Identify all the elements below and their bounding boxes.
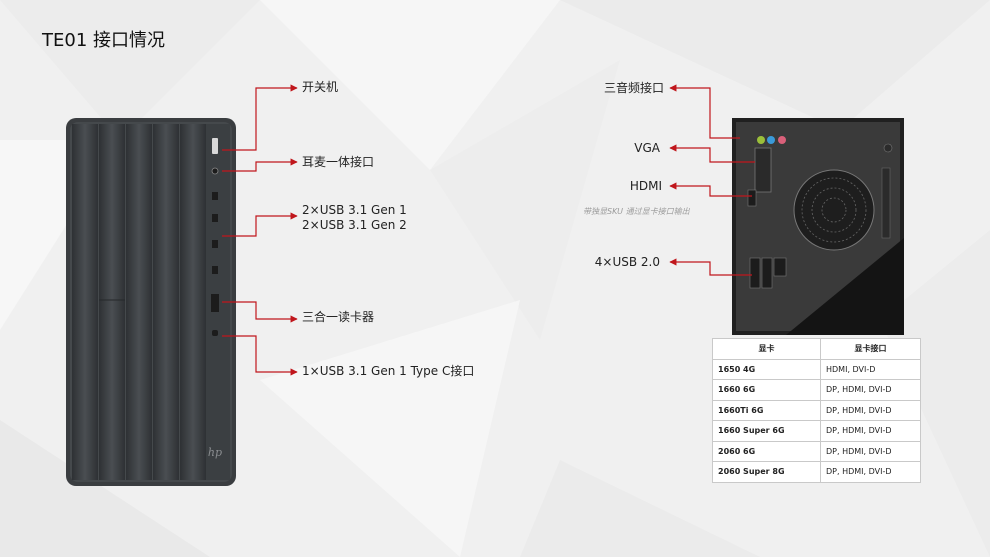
- gpu-ports: HDMI, DVI-D: [820, 358, 921, 380]
- table-row: 1650 4G HDMI, DVI-D: [712, 358, 921, 380]
- gpu-ports: DP, HDMI, DVI-D: [820, 399, 921, 421]
- label-vga-port: VGA: [634, 141, 660, 155]
- label-hdmi-port: HDMI: [629, 179, 662, 193]
- gpu-ports: DP, HDMI, DVI-D: [820, 379, 921, 401]
- gpu-ports: DP, HDMI, DVI-D: [820, 461, 921, 483]
- table-row: 2060 6G DP, HDMI, DVI-D: [712, 440, 921, 462]
- gpu-ports: DP, HDMI, DVI-D: [820, 420, 921, 442]
- label-audio-jacks: 三音频接口: [603, 81, 664, 95]
- hp-logo-icon: hp: [208, 446, 222, 459]
- pc-rear-view: [732, 118, 904, 335]
- gpu-ports-table: 显卡 显卡接口 1650 4G HDMI, DVI-D 1660 6G DP, …: [712, 338, 921, 483]
- gpu-model: 2060 Super 8G: [712, 461, 821, 483]
- page-title: TE01 接口情况: [42, 30, 165, 51]
- gpu-model: 1660 6G: [712, 379, 821, 401]
- table-row: 1660 Super 6G DP, HDMI, DVI-D: [712, 420, 921, 442]
- table-header-row: 显卡 显卡接口: [712, 338, 921, 360]
- gpu-model: 1650 4G: [712, 358, 821, 380]
- gpu-model: 1660Ti 6G: [712, 399, 821, 421]
- table-row: 2060 Super 8G DP, HDMI, DVI-D: [712, 461, 921, 483]
- label-usb-gen2: 2×USB 3.1 Gen 2: [302, 218, 407, 232]
- label-usb-gen1: 2×USB 3.1 Gen 1: [302, 203, 407, 217]
- label-usb-type-c: 1×USB 3.1 Gen 1 Type C接口: [302, 364, 475, 378]
- table-row: 1660Ti 6G DP, HDMI, DVI-D: [712, 399, 921, 421]
- gpu-model: 1660 Super 6G: [712, 420, 821, 442]
- pc-front-view: hp: [66, 118, 236, 486]
- gpu-ports: DP, HDMI, DVI-D: [820, 440, 921, 462]
- table-row: 1660 6G DP, HDMI, DVI-D: [712, 379, 921, 401]
- header-gpu: 显卡: [712, 338, 821, 360]
- label-card-reader: 三合一读卡器: [302, 310, 375, 324]
- header-gpu-ports: 显卡接口: [820, 338, 921, 360]
- label-headset-jack: 耳麦一体接口: [302, 155, 375, 169]
- hdmi-note: 带独显SKU 通过显卡接口输出: [583, 207, 690, 216]
- label-usb2-ports: 4×USB 2.0: [594, 255, 660, 269]
- label-power-button: 开关机: [302, 80, 339, 94]
- gpu-model: 2060 6G: [712, 440, 821, 462]
